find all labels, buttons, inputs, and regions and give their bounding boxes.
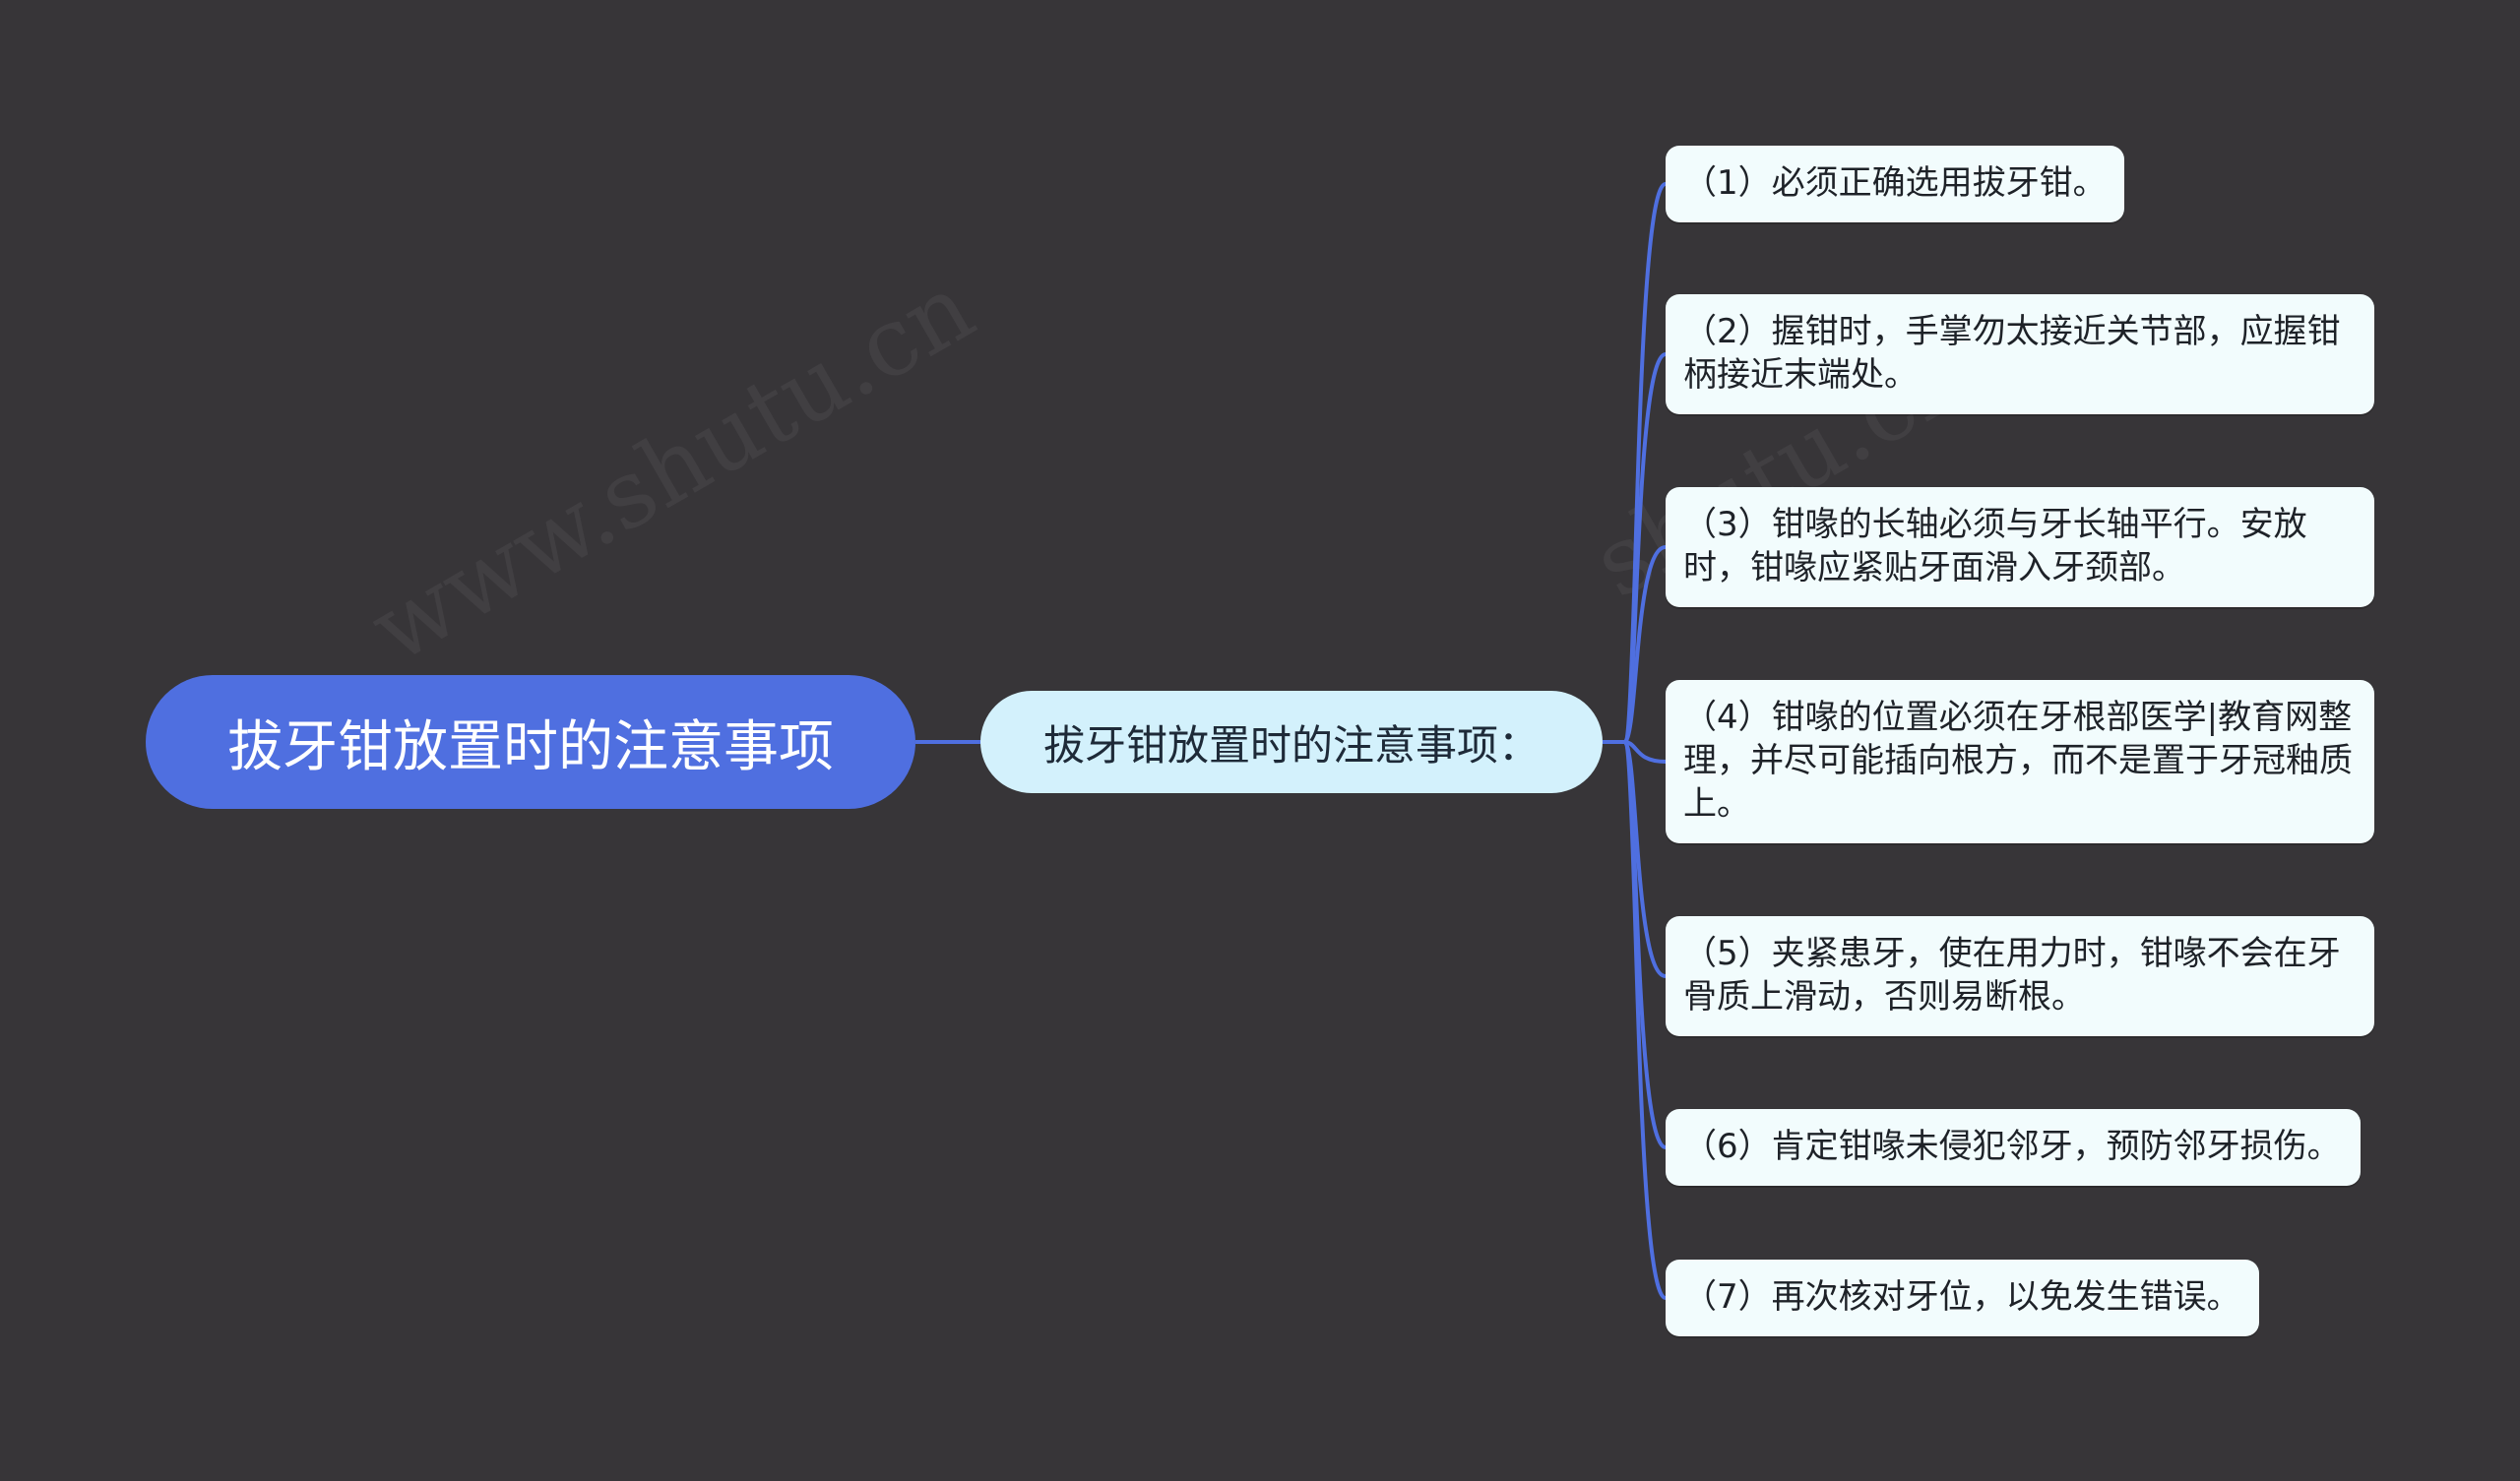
root-topic-label: 拔牙钳放置时的注意事项 <box>227 714 834 779</box>
branch-to-leaf-connectors <box>1603 182 1668 1300</box>
leaf-topic-4[interactable]: （4）钳喙的位置必须在牙根部医学|教育网整理，并尽可能插向根方，而不是置于牙冠釉… <box>1666 680 2374 843</box>
leaf-topic-7[interactable]: （7）再次核对牙位，以免发生错误。 <box>1666 1260 2259 1336</box>
leaf-topic-label: （6）肯定钳喙未侵犯邻牙，预防邻牙损伤。 <box>1683 1127 2341 1166</box>
leaf-topic-label: （7）再次核对牙位，以免发生错误。 <box>1683 1277 2240 1317</box>
leaf-connector-3 <box>1603 545 1667 744</box>
leaf-topic-label: （2）握钳时，手掌勿太接近关节部，应握钳柄接近末端处。 <box>1683 312 2341 395</box>
leaf-topic-1[interactable]: （1）必须正确选用拔牙钳。 <box>1666 146 2124 222</box>
branch-topic-label: 拔牙钳放置时的注意事项： <box>1042 720 1540 770</box>
branch-topic[interactable]: 拔牙钳放置时的注意事项： <box>980 691 1603 793</box>
leaf-connector-4 <box>1603 740 1667 764</box>
leaf-topic-label: （1）必须正确选用拔牙钳。 <box>1683 163 2107 203</box>
leaf-connector-7 <box>1603 740 1668 1300</box>
root-topic[interactable]: 拔牙钳放置时的注意事项 <box>146 675 915 809</box>
leaf-topic-label: （3）钳喙的长轴必须与牙长轴平行。安放时，钳喙应紧贴牙面滑入牙颈部。 <box>1683 505 2307 587</box>
leaf-topic-label: （4）钳喙的位置必须在牙根部医学|教育网整理，并尽可能插向根方，而不是置于牙冠釉… <box>1683 698 2353 824</box>
leaf-topic-6[interactable]: （6）肯定钳喙未侵犯邻牙，预防邻牙损伤。 <box>1666 1109 2361 1186</box>
leaf-topic-3[interactable]: （3）钳喙的长轴必须与牙长轴平行。安放时，钳喙应紧贴牙面滑入牙颈部。 <box>1666 487 2374 607</box>
leaf-topic-label: （5）夹紧患牙，使在用力时，钳喙不会在牙骨质上滑动，否则易断根。 <box>1683 934 2341 1017</box>
leaf-topic-2[interactable]: （2）握钳时，手掌勿太接近关节部，应握钳柄接近末端处。 <box>1666 294 2374 414</box>
leaf-topic-5[interactable]: （5）夹紧患牙，使在用力时，钳喙不会在牙骨质上滑动，否则易断根。 <box>1666 916 2374 1036</box>
